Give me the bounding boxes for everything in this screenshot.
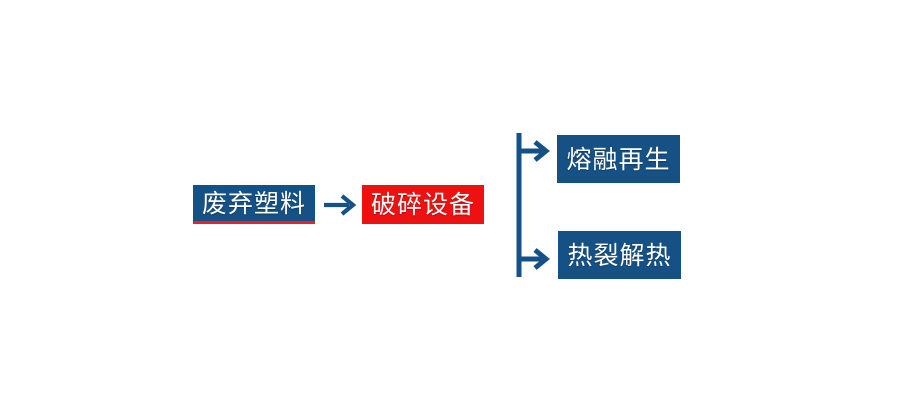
node-melt-regeneration[interactable]: 熔融再生 — [557, 135, 680, 183]
node-pyrolysis[interactable]: 热裂解热 — [558, 231, 681, 279]
node-crusher-label: 破碎设备 — [370, 190, 475, 219]
node-waste-plastic[interactable]: 废弃塑料 — [193, 185, 315, 224]
node-crusher[interactable]: 破碎设备 — [362, 185, 484, 224]
node-pyrolysis-label: 热裂解热 — [567, 240, 672, 270]
branch-split-icon — [508, 126, 560, 286]
arrow-right-icon — [322, 190, 358, 220]
node-waste-plastic-label: 废弃塑料 — [201, 188, 306, 218]
node-melt-regeneration-label: 熔融再生 — [566, 144, 671, 174]
